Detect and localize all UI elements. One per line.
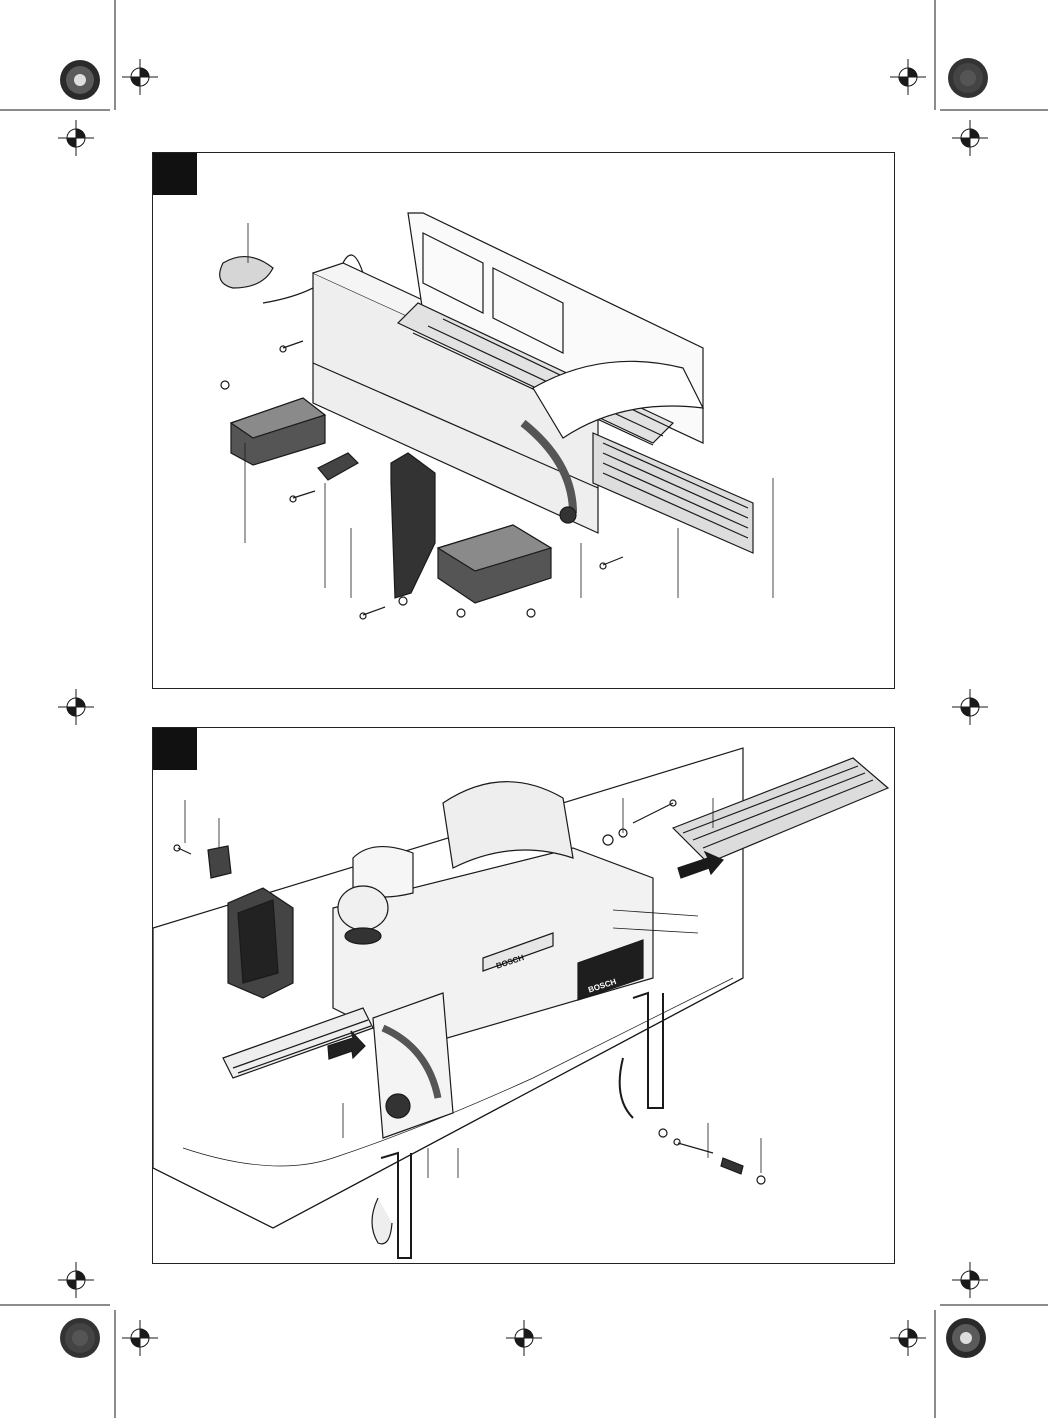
screw-icon <box>360 607 385 619</box>
dust-chute <box>391 453 435 598</box>
screw-icon <box>600 557 623 569</box>
nut-icon <box>527 609 535 617</box>
adjust-knob <box>560 507 576 523</box>
screw-icon <box>674 1139 713 1153</box>
front-knob <box>338 886 388 930</box>
figure-2-panel: BOSCH BOSCH <box>152 727 895 1264</box>
small-block <box>318 453 358 480</box>
nut-icon <box>221 381 229 389</box>
figure-1-tab <box>153 153 197 195</box>
guide-rails <box>593 433 753 553</box>
small-plate <box>208 846 231 878</box>
screw-icon <box>174 845 191 854</box>
screw-icon <box>290 491 315 502</box>
parallel-guide <box>373 993 453 1138</box>
figure-2-assembled-view: BOSCH BOSCH <box>153 728 896 1265</box>
washer-icon <box>659 1129 667 1137</box>
figure-1-exploded-view <box>153 153 896 690</box>
figure-2-tab <box>153 728 197 770</box>
washer-icon <box>399 597 407 605</box>
cable-clip <box>220 257 273 288</box>
nut-icon <box>457 609 465 617</box>
screw-icon <box>280 341 303 352</box>
figure-1-panel <box>152 152 895 689</box>
nut-icon <box>757 1176 765 1184</box>
guide-knob <box>386 1094 410 1118</box>
spring-pin <box>721 1158 743 1174</box>
